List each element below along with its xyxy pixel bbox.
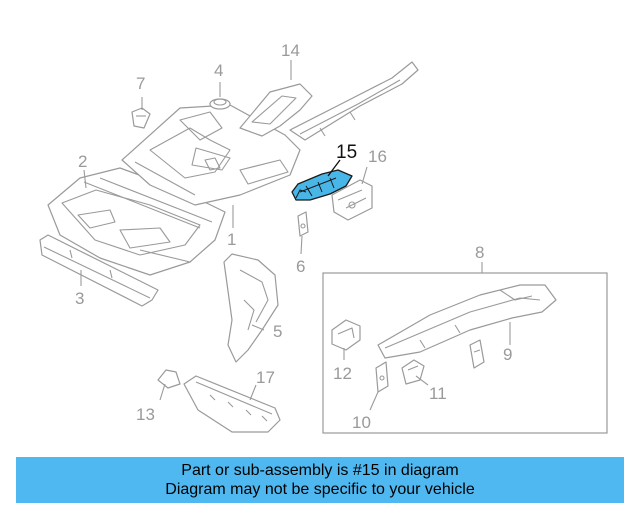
banner-line-1: Part or sub-assembly is #15 in diagram (181, 462, 459, 479)
callout-6: 6 (296, 257, 305, 276)
callout-1: 1 (227, 230, 236, 249)
callout-leaders (80, 60, 511, 411)
callout-15: 15 (336, 142, 357, 163)
part-4-plug (209, 98, 231, 110)
sub-assembly-box (322, 272, 608, 434)
callout-2: 2 (78, 152, 87, 171)
part-10-bracket (375, 361, 389, 393)
callout-14: 14 (281, 41, 300, 60)
callout-numbers: 7 4 14 2 1 3 6 5 16 15 8 9 12 10 11 13 1… (75, 41, 512, 432)
part-16-mount (331, 179, 373, 221)
part-5-panel (223, 253, 279, 363)
callout-3: 3 (75, 289, 84, 308)
callout-12: 12 (333, 364, 352, 383)
part-3-crossmember (39, 234, 159, 307)
info-banner: Part or sub-assembly is #15 in diagram D… (16, 457, 624, 503)
part-17-member (183, 375, 281, 433)
callout-11: 11 (429, 384, 447, 403)
part-9-rail (377, 284, 557, 359)
part-14-rail (239, 61, 419, 141)
part-11-bracket (401, 359, 425, 385)
callout-16: 16 (368, 147, 387, 166)
callout-13: 13 (136, 405, 155, 424)
part-6-bracket (297, 211, 309, 237)
part-12-bracket (331, 319, 361, 351)
callout-10: 10 (352, 413, 371, 432)
callout-5: 5 (273, 322, 282, 341)
callout-8: 8 (475, 243, 484, 262)
parts-diagram: 7 4 14 2 1 3 6 5 16 15 8 9 12 10 11 13 1… (39, 41, 608, 434)
part-clip-near-9 (469, 339, 485, 369)
callout-9: 9 (503, 345, 512, 364)
part-13-clip (157, 369, 181, 389)
callout-7: 7 (136, 74, 145, 93)
callout-17: 17 (256, 368, 275, 387)
part-7-bracket (131, 107, 151, 129)
banner-line-2: Diagram may not be specific to your vehi… (165, 481, 475, 498)
callout-4: 4 (214, 61, 223, 80)
part-15-highlighted (291, 169, 353, 201)
